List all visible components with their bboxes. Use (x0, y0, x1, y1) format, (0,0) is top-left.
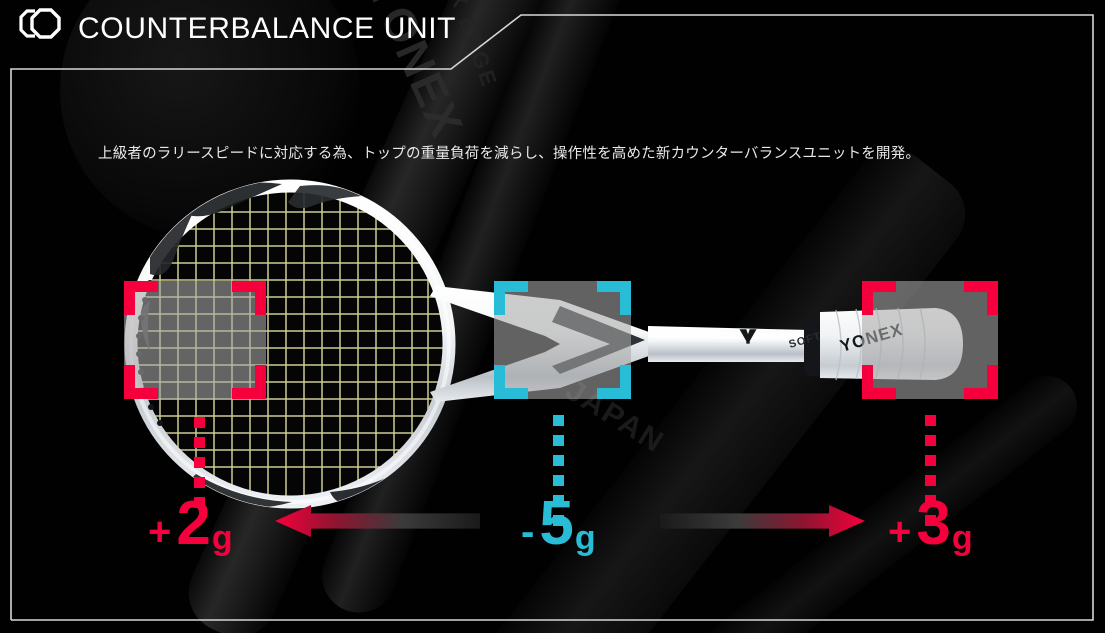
highlight-fill (124, 281, 266, 399)
connector-dot (194, 457, 205, 468)
connector-dot (553, 495, 564, 506)
panel-header: COUNTERBALANCE UNIT (18, 6, 456, 52)
weight-unit: g (574, 519, 596, 557)
weight-unit: g (211, 519, 233, 557)
weight-sign: + (148, 510, 172, 554)
highlight-corner-tl (124, 281, 158, 315)
weight-sign: + (888, 510, 912, 554)
connector-dot (194, 437, 205, 448)
highlight-corner-bl (124, 365, 158, 399)
connector-dot (553, 415, 564, 426)
connector-dot (925, 495, 936, 506)
racket-throat-highlight (494, 281, 631, 399)
highlight-corner-tr (232, 281, 266, 315)
highlight-corner-tr (597, 281, 631, 315)
dotted-connector-throat (553, 415, 564, 535)
connector-dot (925, 455, 936, 466)
weight-value: 3 (916, 489, 950, 558)
highlight-corner-br (597, 365, 631, 399)
highlight-fill (494, 281, 631, 399)
highlight-corner-br (232, 365, 266, 399)
racket-tip-highlight (124, 281, 266, 399)
weight-unit: g (951, 519, 973, 557)
connector-dot (553, 515, 564, 526)
connector-dot (194, 497, 205, 508)
connector-dot (553, 475, 564, 486)
highlight-corner-bl (494, 365, 528, 399)
page-title: COUNTERBALANCE UNIT (78, 12, 457, 45)
highlight-corner-tl (494, 281, 528, 315)
connector-dot (925, 475, 936, 486)
weight-value: 5 (539, 489, 573, 558)
highlight-fill (862, 281, 998, 399)
yonex-y-icon (739, 329, 757, 344)
connector-dot (194, 417, 205, 428)
connector-dot (553, 435, 564, 446)
connector-dot (925, 515, 936, 526)
racket-grip-highlight (862, 281, 998, 399)
direction-arrow-left (275, 505, 480, 537)
dotted-connector-tip (194, 417, 205, 517)
description-text: 上級者のラリースピードに対応する為、トップの重量負荷を減らし、操作性を高めた新カ… (98, 146, 921, 162)
highlight-corner-tr (964, 281, 998, 315)
dotted-connector-grip (925, 415, 936, 535)
connector-dot (925, 435, 936, 446)
connector-dot (194, 477, 205, 488)
highlight-corner-br (964, 365, 998, 399)
highlight-corner-tl (862, 281, 896, 315)
connector-dot (553, 455, 564, 466)
weight-value: 2 (176, 489, 210, 558)
weight-sign: - (521, 510, 535, 554)
double-octagon-logo-icon (18, 6, 64, 52)
highlight-corner-bl (862, 365, 896, 399)
direction-arrow-right (660, 505, 865, 537)
connector-dot (925, 415, 936, 426)
